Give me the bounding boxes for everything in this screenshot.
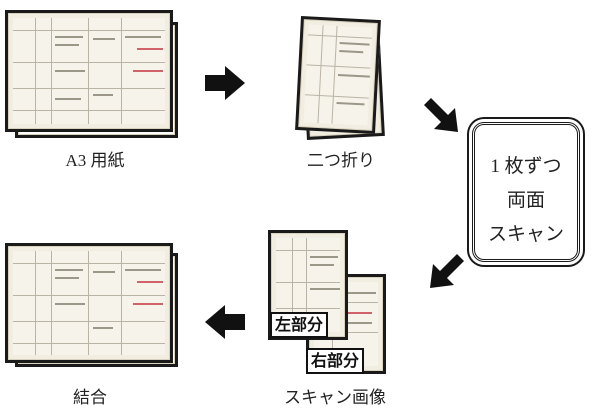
folded-paper-sheet bbox=[295, 15, 381, 135]
arrow-right-icon bbox=[205, 66, 245, 100]
tag-right-part: 右部分 bbox=[306, 348, 365, 374]
combined-content bbox=[13, 251, 165, 355]
a3-paper-content bbox=[13, 18, 165, 124]
folded-paper-content bbox=[303, 24, 373, 126]
caption-a3-paper: A3 用紙 bbox=[65, 151, 125, 170]
caption-scanned-images: スキャン画像 bbox=[284, 388, 386, 407]
arrow-down-left-icon bbox=[430, 254, 464, 288]
caption-combined: 結合 bbox=[73, 388, 107, 407]
caption-folded: 二つ折り bbox=[307, 151, 375, 170]
a3-paper-sheet bbox=[5, 10, 173, 132]
arrow-left-icon bbox=[205, 305, 245, 339]
tag-left-part: 左部分 bbox=[270, 312, 329, 338]
step-line-double-sided: 両面 bbox=[506, 190, 545, 211]
scan-step-box: 1 枚ずつ 両面 スキャン bbox=[472, 122, 580, 262]
step-line-scan: スキャン bbox=[487, 224, 564, 245]
arrow-down-right-icon bbox=[424, 98, 458, 132]
combined-sheet bbox=[5, 243, 173, 363]
step-line-one-sheet: 1 枚ずつ bbox=[490, 156, 562, 177]
